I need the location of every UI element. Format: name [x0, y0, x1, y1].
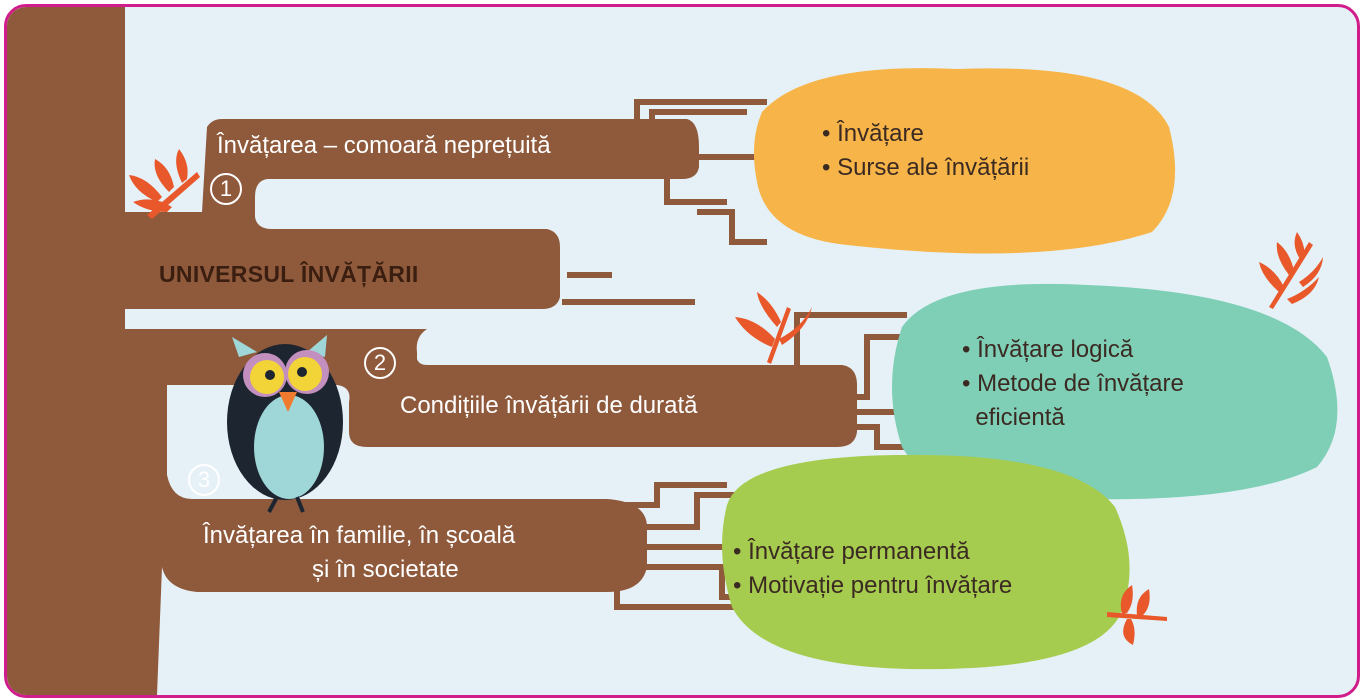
leaf-icon	[129, 149, 200, 219]
branch-1-label: Învățarea – comoară neprețuită	[217, 132, 551, 159]
list-item: eficientă	[962, 404, 1065, 431]
branch-1	[107, 119, 699, 309]
branch-3	[125, 475, 647, 695]
list-item: • Motivație pentru învățare	[733, 572, 1013, 599]
list-item: • Învățare logică	[962, 336, 1134, 363]
branch-2-number: 2	[364, 347, 396, 379]
branch-3-label-line-1: Învățarea în familie, în școală	[203, 522, 516, 549]
leaf-icon	[735, 292, 812, 364]
teal-blob	[892, 283, 1338, 500]
branch-1-items: • Învățare • Surse ale învățării	[822, 117, 1029, 185]
owl-icon	[227, 335, 343, 513]
green-blob	[722, 454, 1130, 670]
branch-2-items: • Învățare logică • Metode de învățare e…	[962, 333, 1184, 435]
tree-diagram	[7, 7, 1338, 695]
tree-trunk	[7, 7, 125, 695]
branch-1-number: 1	[210, 173, 242, 205]
leaf-icon	[1107, 585, 1167, 645]
branch-3-items: • Învățare permanentă • Motivație pentru…	[733, 535, 1012, 603]
branch-3-number: 3	[188, 464, 220, 496]
diagram-frame: UNIVERSUL ÎNVĂȚĂRII 1 Învățarea – comoar…	[4, 4, 1360, 698]
list-item: • Surse ale învățării	[822, 154, 1030, 181]
list-item: • Învățare permanentă	[733, 538, 970, 565]
branch-3-label-line-2: și în societate	[312, 556, 459, 583]
list-item: • Metode de învățare	[962, 370, 1184, 397]
list-item: • Învățare	[822, 120, 924, 147]
leaf-icon	[1259, 232, 1323, 309]
orange-blob	[753, 68, 1176, 254]
branch-2-label: Condițiile învățării de durată	[400, 392, 698, 419]
diagram-title: UNIVERSUL ÎNVĂȚĂRII	[159, 261, 419, 287]
